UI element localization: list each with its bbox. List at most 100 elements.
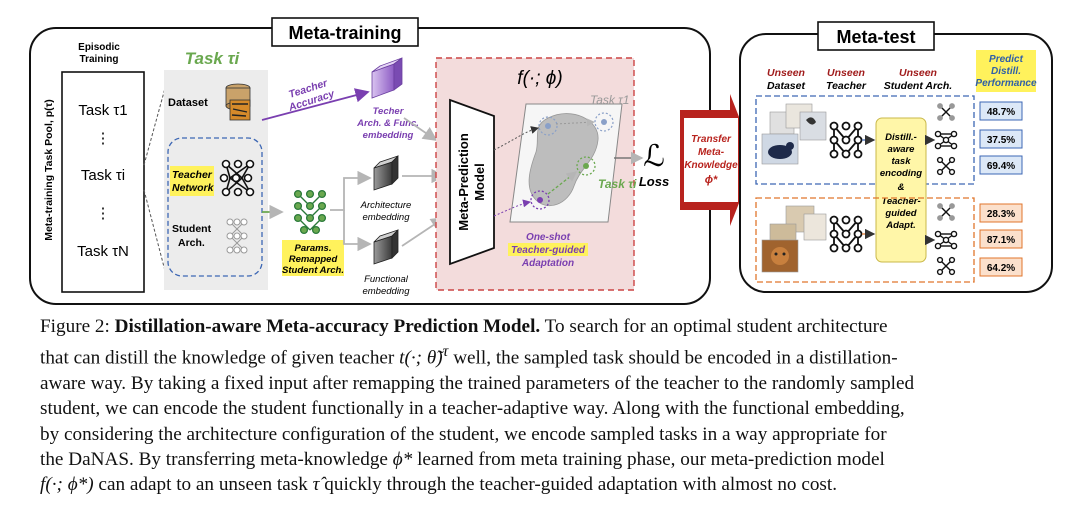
predict-label-2: Distill.: [991, 66, 1021, 77]
teacher-embedding-block: [371, 57, 403, 99]
teacher-embedding-label-3: embedding: [363, 130, 414, 141]
blue-value-2: 37.5%: [987, 135, 1015, 146]
transfer-label-3: Knowledge: [684, 160, 738, 171]
caption-line-6: the DaNAS. By transferring meta-knowledg…: [40, 447, 1052, 472]
center-line-4: encoding: [880, 168, 922, 179]
meta-prediction-model-label-2: Model: [472, 163, 487, 201]
model-to-landscape-dotted-1: [493, 126, 539, 151]
orange-student-icons: [934, 203, 958, 276]
center-line-6: Teacher-: [881, 196, 920, 207]
teacher-embedding-label-1: Techer: [373, 106, 405, 117]
task-ti-end-core: [583, 163, 589, 169]
orange-value-1: 28.3%: [987, 209, 1015, 220]
task-pool-label: Meta-training Task Pool, p(τ): [43, 99, 55, 241]
figure-title: Distillation-aware Meta-accuracy Predict…: [114, 316, 541, 337]
remapped-student-icon: [293, 189, 327, 235]
loss-symbol: ℒ: [643, 140, 665, 173]
orange-value-box-2: [979, 229, 1023, 249]
transfer-label-1: Transfer: [691, 134, 732, 145]
caption-line-1-rest: To search for an optimal student archite…: [544, 316, 888, 337]
blue-student-icons: [934, 103, 958, 176]
caption-line-3: aware way. By taking a fixed input after…: [40, 372, 915, 394]
blue-task-group: [755, 95, 975, 185]
caption-line-1: Figure 2: Distillation-aware Meta-accura…: [40, 314, 1052, 339]
caption-line-6-b: learned from meta training phase, our me…: [417, 448, 885, 470]
caption-tau-hat: τ̂: [312, 474, 320, 496]
task-t1-target-core: [601, 119, 607, 125]
functional-embedding-block: [373, 229, 399, 265]
caption-line-7-b: quickly through the teacher-guided adapt…: [324, 474, 838, 496]
task-dots-1: ⋮: [96, 130, 111, 147]
bird-images: [761, 103, 827, 165]
teacher-network-icon: [219, 159, 255, 197]
task-ti-path: [547, 171, 578, 195]
task-t1-point-core: [545, 123, 551, 129]
task-header: Task τi: [185, 49, 241, 68]
meta-training-title-box: [271, 17, 419, 47]
center-line-8: Adapt.: [885, 220, 916, 231]
caption-line-5: by considering the architecture configur…: [40, 423, 887, 445]
teacher-embedding-to-model-arrow: [403, 117, 438, 142]
caption-teacher-sup: τ: [442, 343, 449, 361]
teacher-accuracy-arrow: [261, 88, 370, 121]
student-label-2: Arch.: [178, 237, 205, 249]
distill-encoding-box: [875, 117, 927, 263]
blue-value-box-2: [979, 129, 1023, 149]
task-pool-column: [61, 71, 145, 293]
task-dots-2: ⋮: [96, 205, 111, 222]
teacher-label-highlight: [170, 166, 214, 196]
unseen-dataset-1: Unseen: [767, 67, 805, 79]
caption-f-math: f(·; ϕ*): [40, 474, 94, 496]
params-label-3: Student Arch.: [282, 265, 344, 276]
caption-line-2-b: well, the sampled task should be encoded…: [453, 347, 898, 369]
loss-landscape-blob: [528, 113, 599, 206]
caption-line-4: student, we can encode the student funct…: [40, 398, 905, 420]
oneshot-label-2: Teacher-guided: [511, 245, 586, 256]
meta-prediction-model-label-1: Meta-Prediction: [456, 133, 471, 231]
unseen-dataset-2: Dataset: [767, 80, 805, 92]
center-line-1: Distill.-: [885, 132, 917, 143]
predict-label-1: Predict: [989, 54, 1024, 65]
predict-highlight: [976, 50, 1036, 92]
episodic-training-label-2: Training: [80, 54, 119, 65]
transfer-label-4: ϕ*: [705, 174, 718, 186]
oneshot-label-3: Adaptation: [521, 258, 574, 269]
transfer-label-bg: [684, 118, 738, 202]
student-label-1: Student: [172, 223, 212, 235]
architecture-embedding-label-2: embedding: [362, 212, 410, 223]
oneshot-label-1: One-shot: [526, 232, 571, 243]
params-label-2: Remapped: [289, 254, 338, 265]
meta-test-title-box: [817, 21, 935, 51]
caption-phi-math: ϕ*: [392, 448, 413, 470]
blue-value-box-1: [979, 101, 1023, 121]
architecture-embedding-label-1: Architecture: [360, 200, 412, 211]
unseen-student-2: Student Arch.: [884, 80, 953, 92]
unseen-teacher-1: Unseen: [827, 67, 865, 79]
task-item-1: Task τ1: [78, 102, 127, 119]
meta-training-title: Meta-training: [288, 23, 401, 43]
center-line-2: aware: [888, 144, 916, 155]
unseen-student-1: Unseen: [899, 67, 937, 79]
center-line-5: &: [898, 182, 905, 193]
orange-task-group: [755, 197, 975, 283]
orange-value-box-3: [979, 257, 1023, 277]
teacher-embedding-label-2: Arch. & Func.: [356, 118, 419, 129]
f-phi-label: f(·; ϕ): [517, 68, 562, 89]
loss-label: Loss: [639, 174, 669, 189]
orange-teacher-network-icon: [829, 215, 863, 253]
task-ti-start: [530, 190, 550, 210]
meta-test-title: Meta-test: [836, 27, 915, 47]
task-t1-label: Task τ1: [590, 93, 629, 107]
task-item-n: Task τN: [77, 243, 129, 260]
functional-embedding-label-1: Functional: [364, 274, 409, 285]
center-line-7: guided: [884, 208, 916, 219]
caption-line-7: f(·; ϕ*) can adapt to an unseen task τ̂ …: [40, 472, 1052, 497]
remap-to-arch-arrow: [330, 170, 372, 211]
figure-caption: Figure 2: Distillation-aware Meta-accura…: [40, 314, 1052, 497]
task-ti-start-core: [537, 197, 543, 203]
center-line-3: task: [891, 156, 911, 167]
oneshot-highlight: [508, 243, 588, 256]
params-label-1: Params.: [295, 243, 332, 254]
task-ti-end: [576, 156, 596, 176]
figure-label: Figure 2:: [40, 316, 110, 337]
